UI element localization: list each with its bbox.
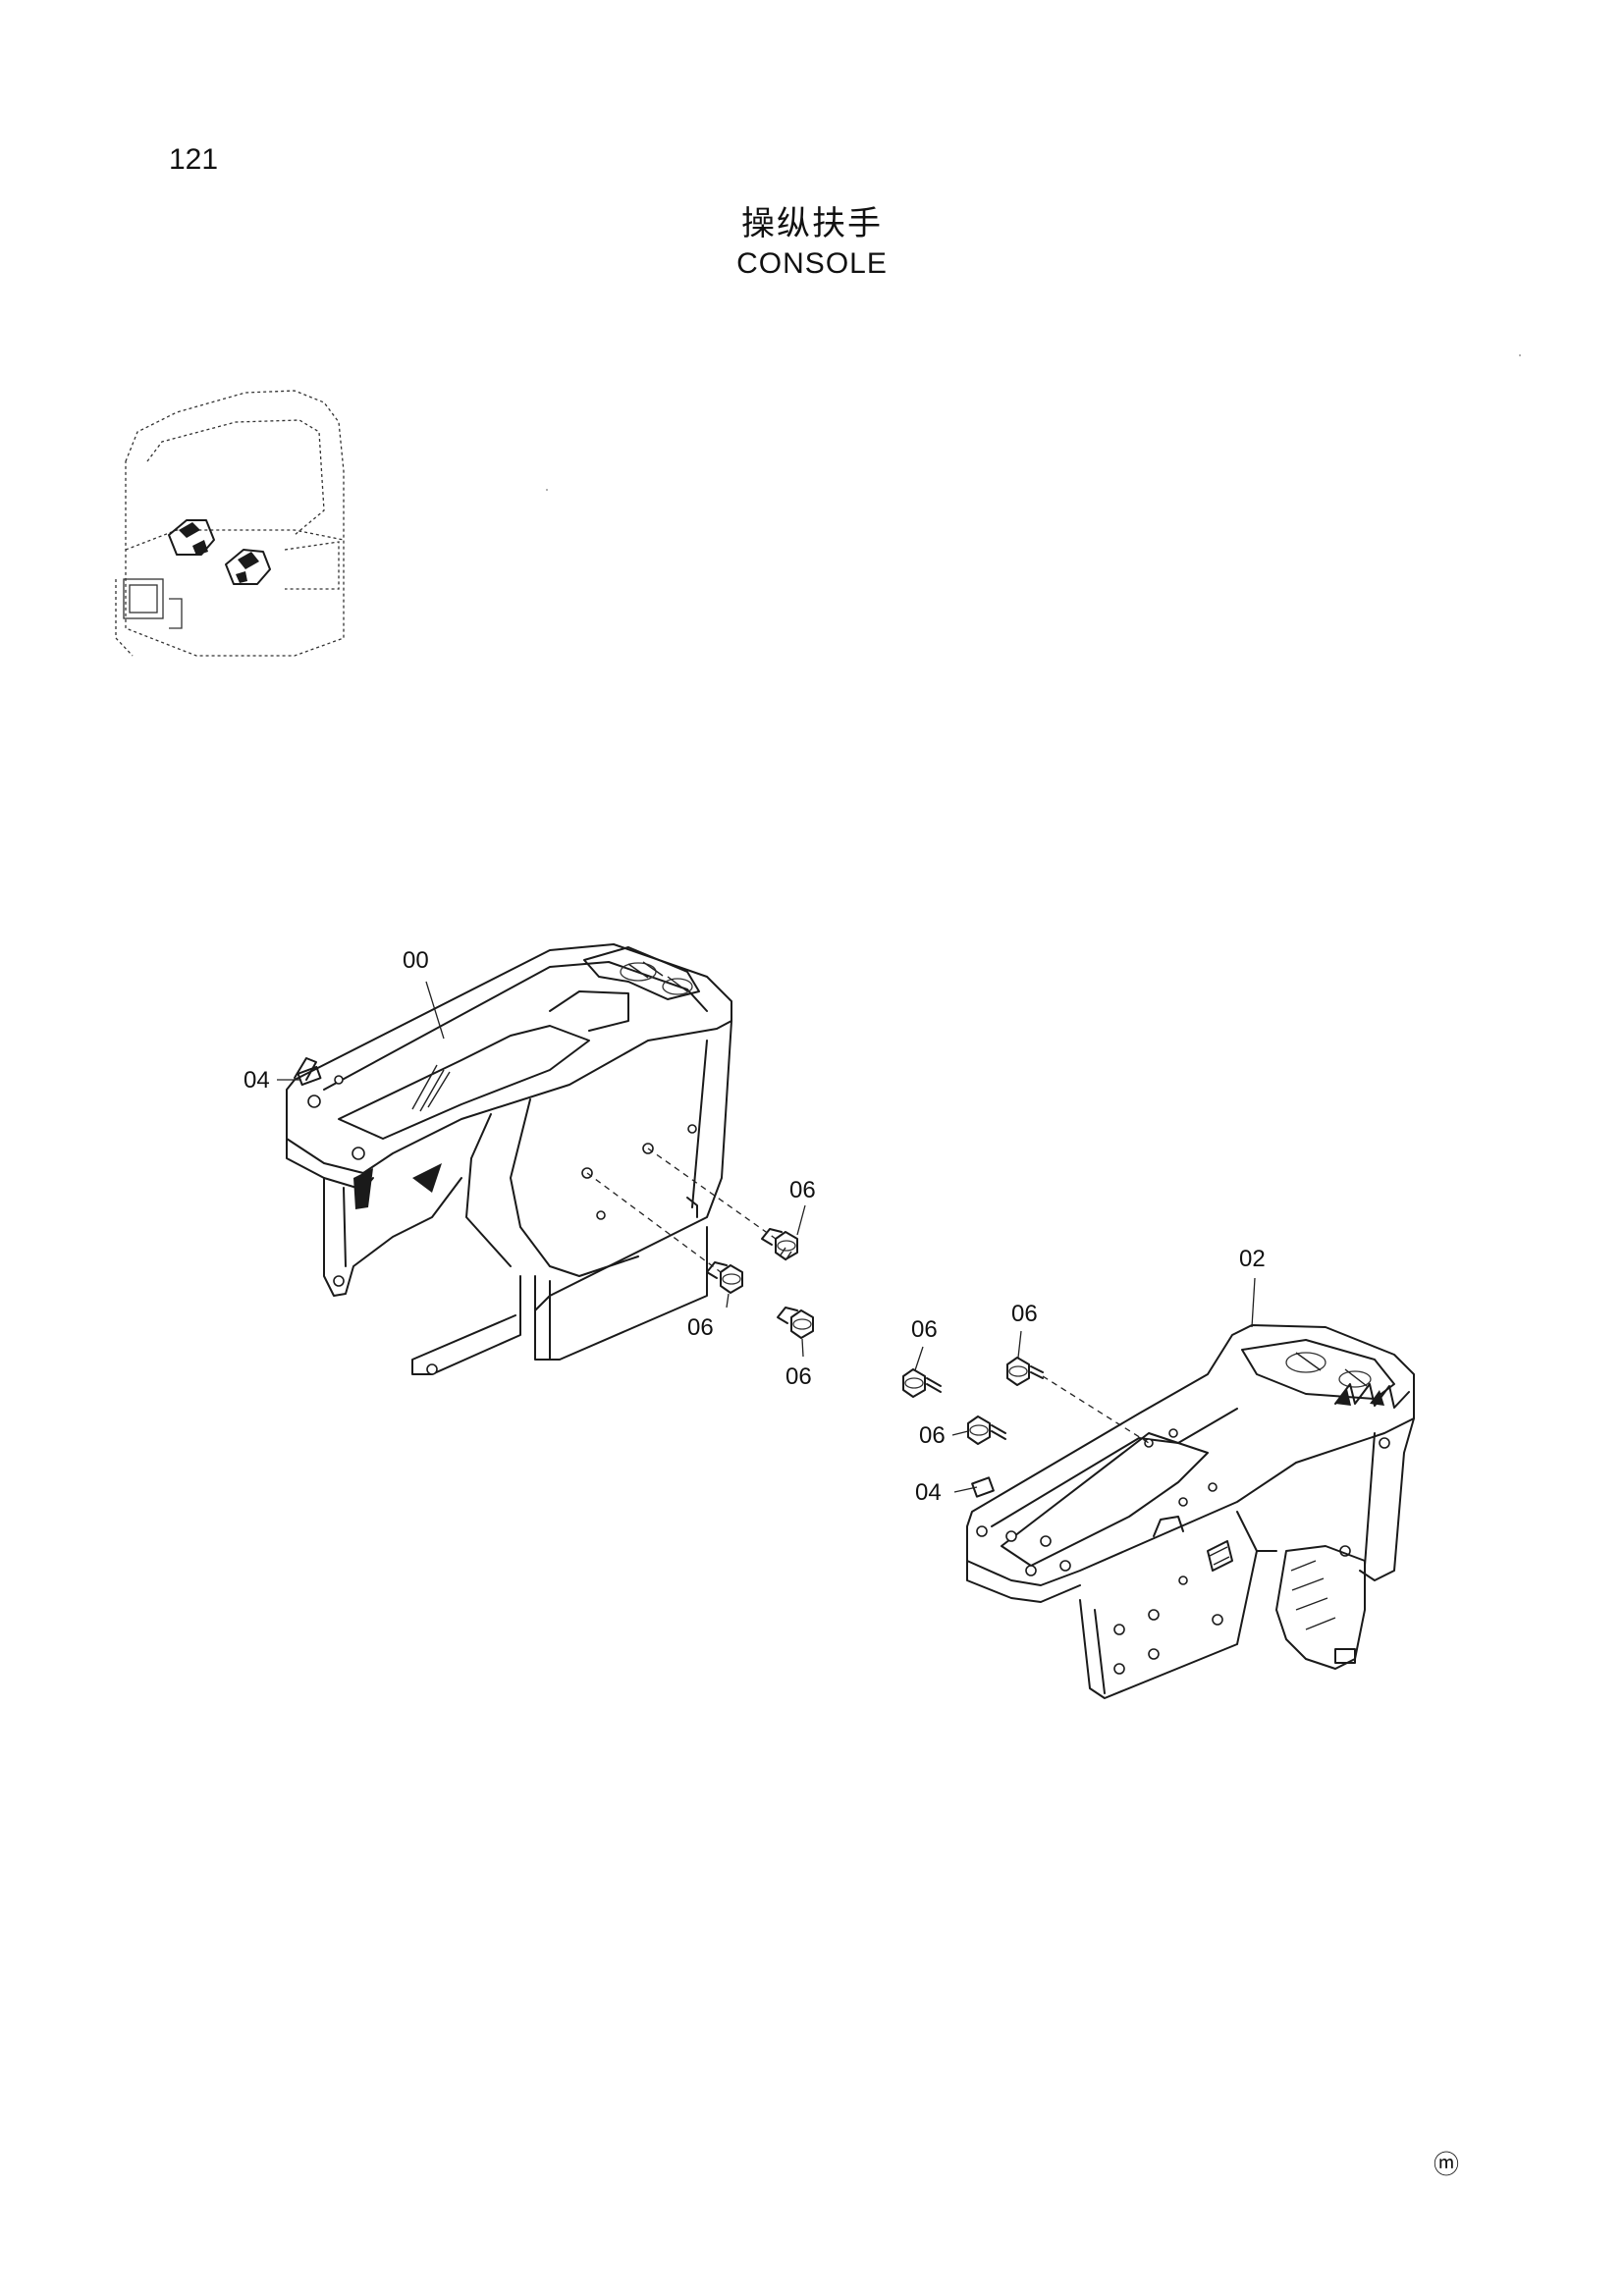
scan-speck	[546, 489, 548, 491]
callout-clip-left: 04	[244, 1067, 270, 1094]
title-chinese: 操纵扶手	[741, 204, 883, 243]
left-console-assembly	[286, 943, 732, 1375]
callout-bolt-d: 06	[911, 1316, 938, 1343]
callout-bolt-a: 06	[789, 1177, 816, 1203]
cab-locator-thumbnail	[115, 390, 345, 657]
bolt-b	[706, 1261, 743, 1294]
callout-right-console: 02	[1239, 1246, 1266, 1272]
bolt-d	[902, 1368, 942, 1398]
callout-bolt-f: 06	[919, 1422, 946, 1449]
callout-labels: 00 02 04 04 06 06 06 06 06 06	[244, 947, 1266, 1506]
bolts	[706, 1228, 1044, 1445]
bolt-f	[967, 1415, 1006, 1445]
right-console-assembly	[966, 1324, 1415, 1699]
callout-bolt-c: 06	[785, 1363, 812, 1390]
callout-left-console: 00	[403, 947, 429, 974]
scan-speck	[1519, 354, 1521, 356]
assembly-lines	[586, 1148, 1150, 1444]
footer-mark: ⓜ	[1434, 2150, 1460, 2179]
bolt-a	[761, 1228, 798, 1261]
bolt-c	[777, 1307, 814, 1339]
callout-clip-right: 04	[915, 1479, 942, 1506]
page-number: 121	[169, 143, 219, 176]
callout-bolt-b: 06	[687, 1314, 714, 1341]
callout-bolt-e: 06	[1011, 1301, 1038, 1327]
leader-lines	[277, 981, 1256, 1493]
bolt-e	[1006, 1357, 1044, 1386]
title-english: CONSOLE	[736, 247, 888, 280]
